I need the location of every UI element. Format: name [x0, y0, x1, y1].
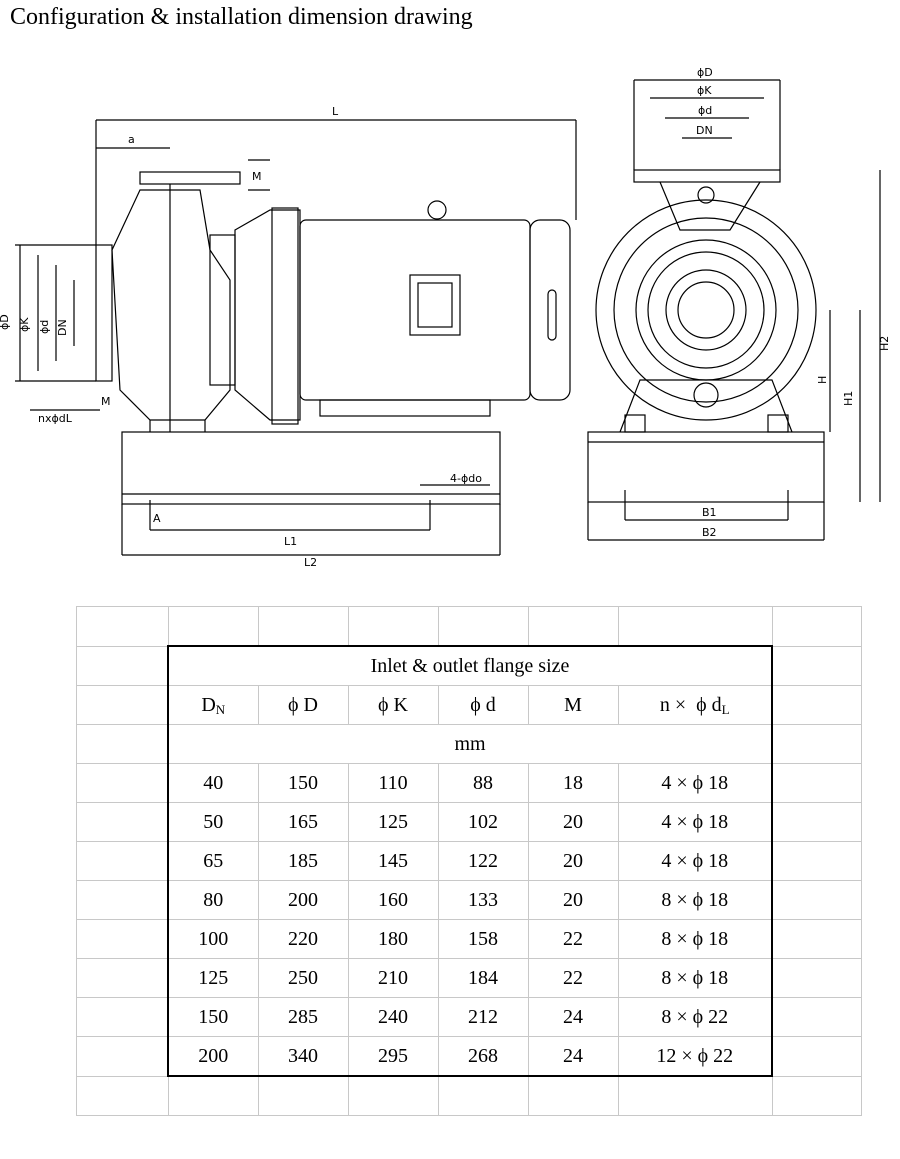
header-phi-d-outer: ϕ D [257, 685, 349, 725]
dim-B1: B1 [702, 506, 717, 519]
dim-L2: L2 [304, 556, 317, 569]
table-cell: 50 [167, 802, 259, 842]
table-cell: 220 [257, 919, 349, 959]
dim-DN: DN [56, 319, 69, 336]
dim-K-front: ϕK [697, 84, 712, 97]
page-title: Configuration & installation dimension d… [10, 4, 473, 30]
table-cell: 150 [257, 763, 349, 803]
table-cell: 285 [257, 997, 349, 1037]
header-dn: DN [167, 685, 259, 725]
dim-K: ϕK [18, 317, 31, 332]
dim-H1: H1 [842, 391, 855, 406]
table-spacer-row-bottom [76, 1075, 862, 1116]
table-cell: 133 [437, 880, 529, 920]
table-cell: 165 [257, 802, 349, 842]
header-phi-k: ϕ K [347, 685, 439, 725]
table-cell: 200 [167, 1036, 259, 1077]
table-cell: 22 [527, 958, 619, 998]
table-unit-row: mm [76, 724, 862, 764]
table-cell: 20 [527, 802, 619, 842]
table-cell: 4 × ϕ 18 [617, 841, 773, 881]
table-cell: 240 [347, 997, 439, 1037]
table-header-row: DN ϕ D ϕ K ϕ d M n × ϕ dL [76, 685, 862, 725]
table-cell: 8 × ϕ 18 [617, 958, 773, 998]
dim-do: 4-ϕdo [450, 472, 482, 485]
table-cell: 250 [257, 958, 349, 998]
table-cell: 200 [257, 880, 349, 920]
dim-a: a [128, 133, 135, 146]
table-cell: 150 [167, 997, 259, 1037]
table-caption: Inlet & outlet flange size [167, 645, 773, 686]
dim-nd: nxϕdL [38, 412, 73, 425]
header-bolts: n × ϕ dL [617, 685, 773, 725]
table-cell: 184 [437, 958, 529, 998]
table-cell: 100 [167, 919, 259, 959]
table-cell: 185 [257, 841, 349, 881]
table-cell: 8 × ϕ 18 [617, 919, 773, 959]
table-cell: 80 [167, 880, 259, 920]
table-cell: 125 [167, 958, 259, 998]
dim-B2: B2 [702, 526, 717, 539]
table-cell: 20 [527, 841, 619, 881]
table-cell: 212 [437, 997, 529, 1037]
table-cell: 158 [437, 919, 529, 959]
table-cell: 4 × ϕ 18 [617, 802, 773, 842]
table-cell: 4 × ϕ 18 [617, 763, 773, 803]
table-cell: 40 [167, 763, 259, 803]
dim-H2: H2 [878, 336, 891, 351]
dim-L: L [332, 105, 339, 118]
table-cell: 65 [167, 841, 259, 881]
table-cell: 20 [527, 880, 619, 920]
dim-A: A [153, 512, 161, 525]
table-cell: 8 × ϕ 18 [617, 880, 773, 920]
table-cell: 122 [437, 841, 529, 881]
dim-L1: L1 [284, 535, 297, 548]
table-cell: 210 [347, 958, 439, 998]
header-m: M [527, 685, 619, 725]
dim-DN-front: DN [696, 124, 713, 137]
table-unit: mm [167, 724, 773, 764]
dim-M-side: M [101, 395, 111, 408]
table-cell: 8 × ϕ 22 [617, 997, 773, 1037]
table-cell: 22 [527, 919, 619, 959]
table-cell: 295 [347, 1036, 439, 1077]
table-cell: 145 [347, 841, 439, 881]
table-spacer-row [76, 606, 862, 647]
header-phi-d: ϕ d [437, 685, 529, 725]
table-cell: 125 [347, 802, 439, 842]
dim-d-front: ϕd [698, 104, 712, 117]
table-cell: 110 [347, 763, 439, 803]
table-cell: 160 [347, 880, 439, 920]
table-cell: 18 [527, 763, 619, 803]
table-cell: 24 [527, 1036, 619, 1077]
table-cell: 102 [437, 802, 529, 842]
dim-M: M [252, 170, 262, 183]
dim-d: ϕd [38, 320, 51, 334]
dim-D-front: ϕD [697, 66, 713, 79]
flange-size-table: Inlet & outlet flange size DN ϕ D ϕ K ϕ … [76, 606, 862, 1116]
dim-D: ϕD [0, 314, 11, 330]
table-cell: 340 [257, 1036, 349, 1077]
dim-H: H [816, 376, 829, 384]
dimension-drawing: L a M ϕD ϕK ϕd DN nxϕdL M A L1 L2 4-ϕdo … [0, 66, 891, 569]
table-cell: 268 [437, 1036, 529, 1077]
table-cell: 12 × ϕ 22 [617, 1036, 773, 1077]
table-cell: 24 [527, 997, 619, 1037]
table-caption-row: Inlet & outlet flange size [76, 645, 862, 686]
table-cell: 88 [437, 763, 529, 803]
table-cell: 180 [347, 919, 439, 959]
